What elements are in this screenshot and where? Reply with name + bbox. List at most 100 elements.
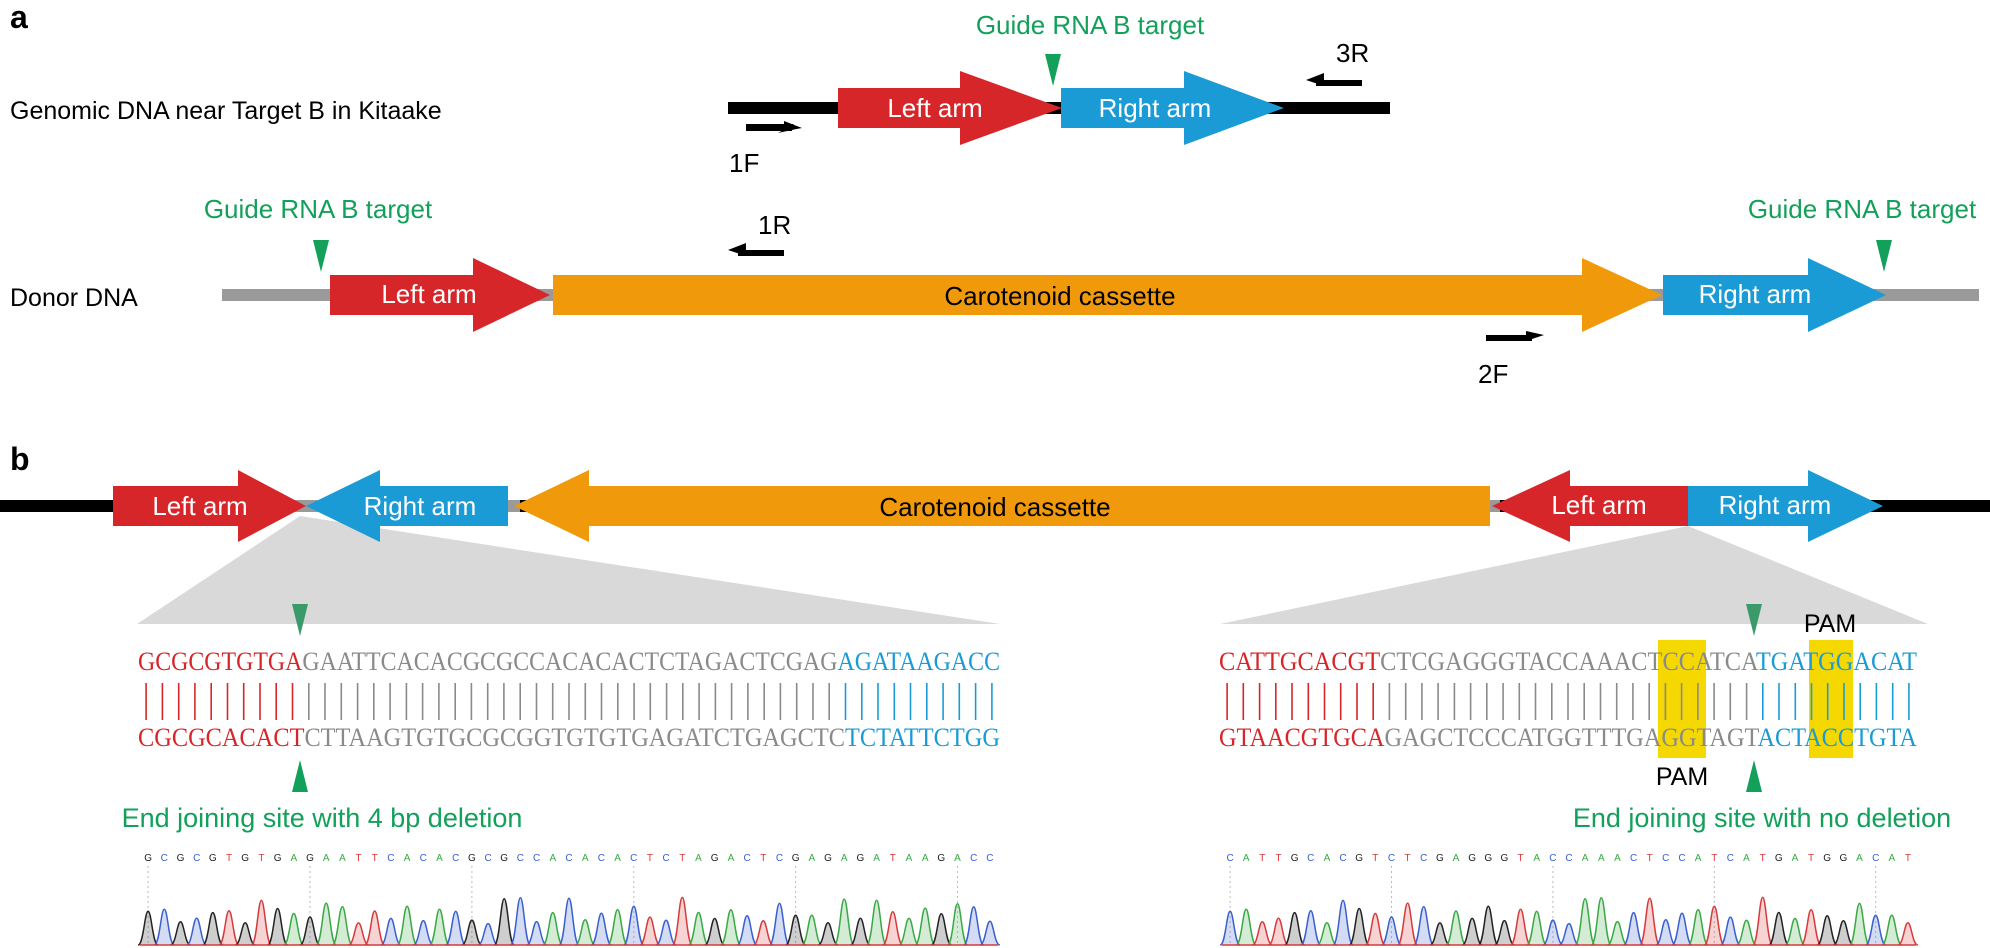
trace-peak — [1316, 922, 1338, 946]
trace-base-call: C — [1226, 853, 1233, 864]
trace-base-call: A — [808, 853, 815, 864]
trace-peak — [1655, 918, 1677, 946]
trace-base-call: C — [161, 853, 168, 864]
junction-right-bottom-grey2: AGT — [1709, 723, 1759, 752]
trace-peak — [363, 910, 386, 946]
junction-right-bottom-seq: GTAACGTGCAGAGCTCCCATGGTTTGAGGTAGTACTACCT… — [1219, 723, 1917, 752]
junction-right-top-grey2: TCA — [1710, 647, 1759, 676]
integrated-cassette-label: Carotenoid cassette — [879, 492, 1110, 522]
junction-right-bottom-pam2: ACC — [1804, 723, 1854, 752]
trace-peak — [526, 920, 548, 946]
trace-peak — [137, 910, 159, 946]
trace-base-call: C — [1549, 853, 1556, 864]
integrated-left-arm-2 — [1492, 470, 1688, 542]
donor-left-arm-label: Left arm — [381, 279, 476, 309]
trace-peak — [348, 922, 369, 946]
junction-left-caption: End joining site with 4 bp deletion — [122, 803, 523, 833]
trace-peak — [1477, 905, 1500, 946]
trace-base-call: C — [1420, 853, 1427, 864]
integrated-left-arm-1 — [113, 470, 306, 542]
trace-base-call: C — [1565, 853, 1572, 864]
junction-left-pair-lines — [145, 683, 993, 720]
trace-peak — [639, 916, 661, 946]
junction-right-top-blue1: TGA — [1756, 647, 1806, 676]
genomic-left-arm — [838, 71, 1062, 145]
trace-peak — [218, 910, 240, 946]
trace-base-call: G — [711, 853, 719, 864]
junction-right-bottom-red: GTAACGTGCA — [1219, 723, 1385, 752]
trace-peak — [1332, 899, 1354, 946]
trace-base-call: C — [1630, 853, 1637, 864]
trace-peak — [914, 907, 936, 946]
trace-base-call: G — [1484, 853, 1492, 864]
trace-peak — [477, 922, 499, 946]
trace-peak — [1251, 921, 1273, 946]
trace-peak — [1558, 922, 1580, 946]
trace-base-call: C — [1872, 853, 1879, 864]
donor-right-arm-label: Right arm — [1699, 279, 1812, 309]
junction-right-top-marker — [1746, 604, 1762, 636]
trace-peak — [299, 916, 321, 946]
junction-left-top-seq: GCGCGTGTGAGAATTCACACGCGCCACACACTCTAGACTC… — [138, 647, 1000, 676]
integrated-left-arm-2-label: Left arm — [1551, 490, 1646, 520]
donor-left-arm — [330, 258, 550, 332]
trace-base-call: C — [1339, 853, 1346, 864]
trace-base-call: C — [565, 853, 572, 864]
trace-peak — [688, 911, 709, 946]
trace-peak — [1396, 902, 1419, 946]
trace-base-call: T — [226, 853, 232, 864]
genomic-guide-label: Guide RNA B target — [976, 10, 1205, 40]
trace-base-call: T — [1711, 853, 1717, 864]
trace-peak — [428, 908, 451, 946]
trace-peak — [606, 908, 629, 946]
trace-peak — [266, 907, 289, 946]
trace-base-call: C — [533, 853, 540, 864]
trace-peak — [283, 912, 305, 946]
trace-peak — [1509, 908, 1532, 946]
trace-base-call: A — [549, 853, 556, 864]
trace-base-call: A — [841, 853, 848, 864]
integrated-right-arm-1 — [306, 470, 508, 542]
trace-peak — [1881, 914, 1903, 946]
trace-peak — [785, 914, 807, 946]
trace-peak — [1235, 908, 1257, 946]
trace-peak — [234, 922, 256, 946]
genomic-dna-label: Genomic DNA near Target B in Kitaake — [10, 97, 442, 125]
trace-peak — [1219, 910, 1241, 946]
trace-base-call: A — [728, 853, 735, 864]
primer-2f-label: 2F — [1478, 359, 1508, 389]
trace-peak — [1300, 910, 1322, 946]
junction-left-top-grey: GAATTCACACGCGCCACACACTCTAGACTCGAG — [302, 647, 837, 676]
donor-guide-label-right: Guide RNA B target — [1748, 194, 1977, 224]
genomic-right-arm-label: Right arm — [1099, 93, 1212, 123]
trace-base-call: T — [355, 853, 361, 864]
donor-cassette-label: Carotenoid cassette — [944, 281, 1175, 311]
trace-peak — [1268, 917, 1289, 946]
trace-base-call: A — [695, 853, 702, 864]
integrated-right-arm-1-label: Right arm — [364, 491, 477, 521]
trace-peak — [1542, 919, 1564, 946]
trace-base-call: G — [241, 853, 249, 864]
trace-peak — [461, 919, 483, 946]
donor-right-arm — [1663, 258, 1886, 332]
trace-peak — [186, 917, 208, 946]
junction-right-top-seq: CATTGCACGTCTCGAGGGTACCAAACTCCATCATGATGGA… — [1219, 647, 1917, 676]
trace-base-call: A — [1533, 853, 1540, 864]
trace-peak — [444, 910, 467, 946]
trace-peak — [833, 898, 855, 946]
trace-peak — [850, 917, 871, 946]
trace-base-call: C — [387, 853, 394, 864]
trace-peak — [1607, 920, 1628, 946]
zoom-cone-left — [137, 516, 1000, 624]
pam-label-top: PAM — [1804, 610, 1856, 638]
trace-peak — [1412, 905, 1435, 946]
trace-base-call: A — [436, 853, 443, 864]
trace-peak — [1736, 919, 1757, 946]
junction-right-top-red: CATTGCACGT — [1219, 647, 1380, 676]
junction-right-top-grey: CTCGAGGGTACCAAACT — [1380, 647, 1662, 676]
trace-peak — [801, 914, 823, 946]
trace-base-call: A — [1582, 853, 1589, 864]
trace-base-call: G — [824, 853, 832, 864]
